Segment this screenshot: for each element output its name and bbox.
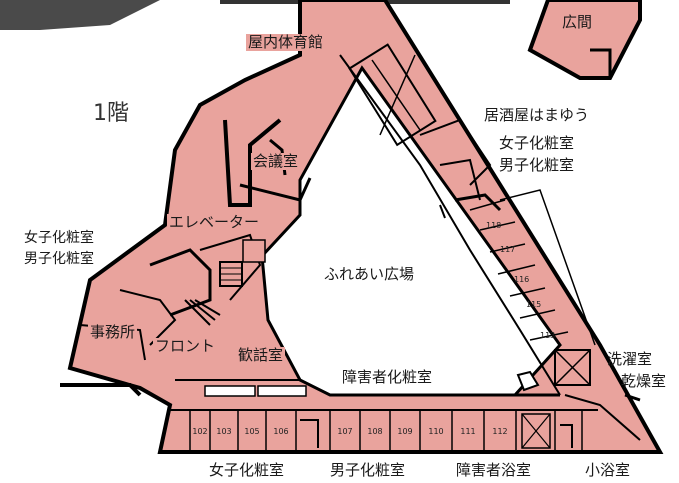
room-number: 102	[192, 427, 208, 436]
hiroma-block	[527, 0, 642, 80]
hiroma-label: 広間	[560, 13, 595, 31]
room-number: 113	[540, 331, 556, 340]
izakaya-label: 居酒屋はまゆう	[484, 106, 590, 124]
room-number: 110	[428, 427, 444, 436]
room-number: 116	[514, 275, 530, 284]
meeting-room-label: 会議室	[251, 152, 301, 170]
drying-room-label: 乾燥室	[621, 372, 667, 390]
mens-restroom-w-label: 男子化粧室	[24, 251, 94, 267]
room-number: 115	[526, 300, 542, 309]
indoor-gym-label: 屋内体育館	[246, 33, 326, 51]
room-number: 111	[460, 427, 476, 436]
womens-restroom-s-label: 女子化粧室	[209, 461, 285, 479]
floor-label: 1階	[93, 101, 129, 126]
womens-restroom-ne-label: 女子化粧室	[499, 134, 575, 152]
room-number: 117	[500, 245, 516, 254]
lounge-label: 歓話室	[236, 346, 286, 364]
room-number: 103	[216, 427, 232, 436]
room-number: 108	[367, 427, 383, 436]
elevator-label: エレベーター	[167, 213, 262, 231]
room-number: 118	[486, 221, 502, 230]
womens-restroom-w-label: 女子化粧室	[24, 230, 94, 246]
small-bath-label: 小浴室	[585, 461, 631, 479]
entrance-icon	[516, 370, 540, 392]
room-number: 112	[492, 427, 508, 436]
accessible-bath-label: 障害者浴室	[456, 461, 532, 479]
corner-photo	[0, 0, 160, 30]
room-number: 107	[337, 427, 353, 436]
office-label: 事務所	[88, 323, 138, 341]
laundry-label: 洗濯室	[607, 350, 653, 368]
accessible-restroom-label: 障害者化粧室	[342, 368, 433, 386]
plaza-label: ふれあい広場	[324, 265, 415, 283]
mens-restroom-ne-label: 男子化粧室	[499, 156, 575, 174]
room-number: 106	[273, 427, 289, 436]
room-number: 105	[244, 427, 260, 436]
mens-restroom-s-label: 男子化粧室	[330, 461, 406, 479]
room-number: 109	[397, 427, 413, 436]
front-label: フロント	[153, 337, 218, 355]
